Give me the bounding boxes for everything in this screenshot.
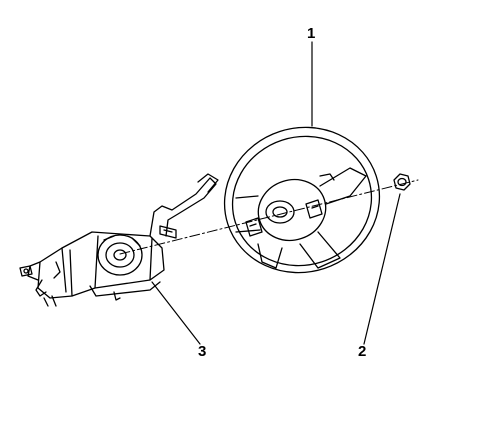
steering-column	[19, 173, 219, 307]
callout-1: 1	[307, 25, 316, 42]
alignment-centerline	[119, 179, 419, 255]
callout-2: 2	[358, 343, 367, 360]
callout-3: 3	[198, 343, 207, 360]
leader-line-3	[151, 281, 201, 345]
retaining-nut	[393, 173, 411, 191]
steering-wheel	[223, 126, 381, 274]
leader-line-2	[363, 193, 401, 345]
